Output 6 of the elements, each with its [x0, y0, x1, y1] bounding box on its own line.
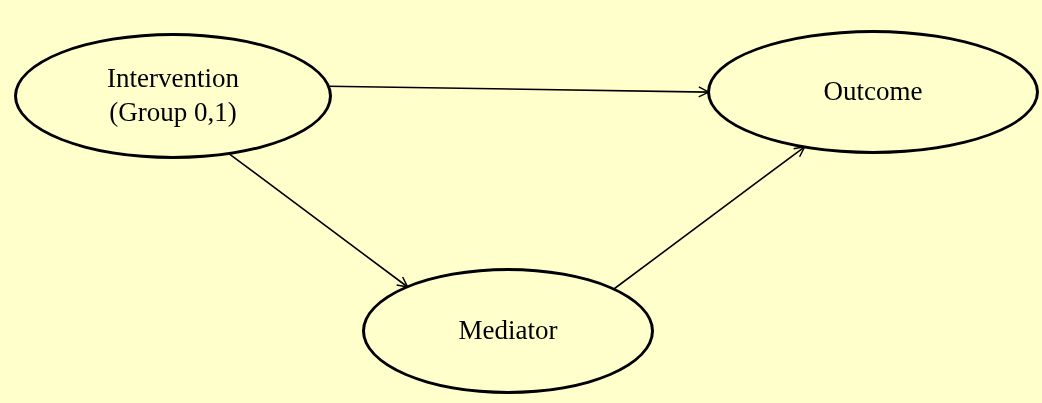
arrow: [612, 146, 806, 291]
arrow: [327, 85, 710, 98]
node-label: Outcome: [823, 75, 923, 109]
node-label: Intervention (Group 0,1): [106, 62, 240, 129]
arrow: [227, 152, 409, 288]
node-label: Mediator: [458, 314, 558, 348]
